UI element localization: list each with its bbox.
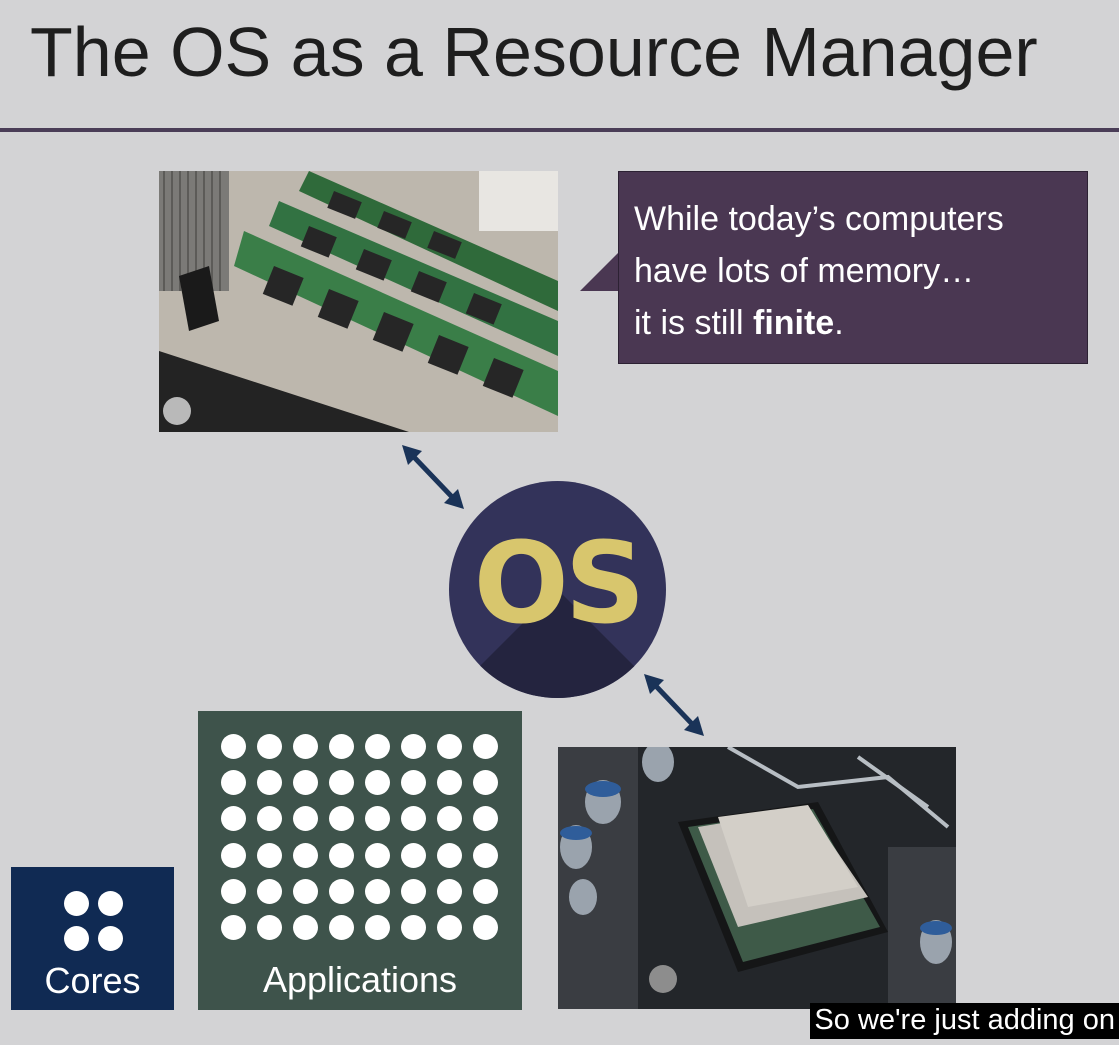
double-arrow-icon xyxy=(402,445,464,509)
bubble-line-3-suffix: . xyxy=(834,304,844,342)
application-dot xyxy=(473,770,498,796)
application-dot xyxy=(437,806,462,832)
application-dot xyxy=(257,842,282,868)
cores-label: Cores xyxy=(44,960,141,1001)
application-dot xyxy=(329,770,354,796)
application-dot xyxy=(401,734,426,759)
cores-box: Cores xyxy=(11,867,174,1010)
application-dot xyxy=(221,878,246,904)
application-dot xyxy=(293,770,318,796)
application-dot xyxy=(473,915,498,940)
core-dot xyxy=(98,891,123,916)
application-dot xyxy=(257,915,282,940)
slide-title: The OS as a Resource Manager xyxy=(30,13,1038,91)
application-dot xyxy=(221,842,246,868)
core-dot xyxy=(64,926,89,951)
bubble-line-1: While today’s computers xyxy=(634,200,1004,238)
cpu-socket-photo xyxy=(558,747,956,1009)
application-dot xyxy=(401,915,426,940)
application-dot xyxy=(365,842,390,868)
application-dot xyxy=(401,842,426,868)
application-dot xyxy=(221,806,246,832)
application-dot xyxy=(401,806,426,832)
application-dot xyxy=(257,734,282,759)
bubble-line-3: it is still finite. xyxy=(634,297,1074,349)
applications-label: Applications xyxy=(262,959,458,1000)
application-dot xyxy=(473,842,498,868)
application-dot xyxy=(437,734,462,759)
application-dot xyxy=(401,770,426,796)
double-arrow-icon xyxy=(644,674,704,736)
application-dot xyxy=(437,842,462,868)
application-dot xyxy=(365,915,390,940)
application-dot xyxy=(257,806,282,832)
application-dot xyxy=(401,878,426,904)
ram-modules-photo xyxy=(159,171,558,432)
application-dot xyxy=(437,915,462,940)
application-dot xyxy=(221,734,246,759)
application-dot xyxy=(473,878,498,904)
application-dot xyxy=(293,915,318,940)
title-divider xyxy=(0,128,1119,132)
application-dot xyxy=(437,878,462,904)
application-dot xyxy=(365,806,390,832)
bubble-tail xyxy=(580,251,620,291)
application-dot xyxy=(293,734,318,759)
applications-box: Applications xyxy=(198,711,522,1010)
os-badge: OS xyxy=(449,481,666,698)
application-dot xyxy=(257,770,282,796)
bubble-emphasis: finite xyxy=(753,304,835,342)
application-dot xyxy=(293,842,318,868)
application-dot xyxy=(257,878,282,904)
application-dot xyxy=(437,770,462,796)
bubble-line-3-prefix: it is still xyxy=(634,304,753,342)
application-dot xyxy=(293,806,318,832)
os-label: OS xyxy=(473,519,646,649)
application-dot xyxy=(329,734,354,759)
core-dot xyxy=(98,926,123,951)
application-dot xyxy=(221,915,246,940)
application-dot xyxy=(473,806,498,832)
application-dot xyxy=(329,842,354,868)
bubble-text: While today’s computers have lots of mem… xyxy=(634,193,1074,349)
application-dot xyxy=(365,878,390,904)
application-dot xyxy=(329,878,354,904)
application-dot xyxy=(365,734,390,759)
application-dot xyxy=(221,770,246,796)
application-dot xyxy=(293,878,318,904)
bubble-line-2: have lots of memory… xyxy=(634,252,975,290)
application-dot xyxy=(329,915,354,940)
speech-bubble xyxy=(618,171,1088,364)
subtitle-caption: So we're just adding on xyxy=(810,1003,1119,1039)
application-dot xyxy=(473,734,498,759)
core-dot xyxy=(64,891,89,916)
application-dot xyxy=(329,806,354,832)
application-dot xyxy=(365,770,390,796)
